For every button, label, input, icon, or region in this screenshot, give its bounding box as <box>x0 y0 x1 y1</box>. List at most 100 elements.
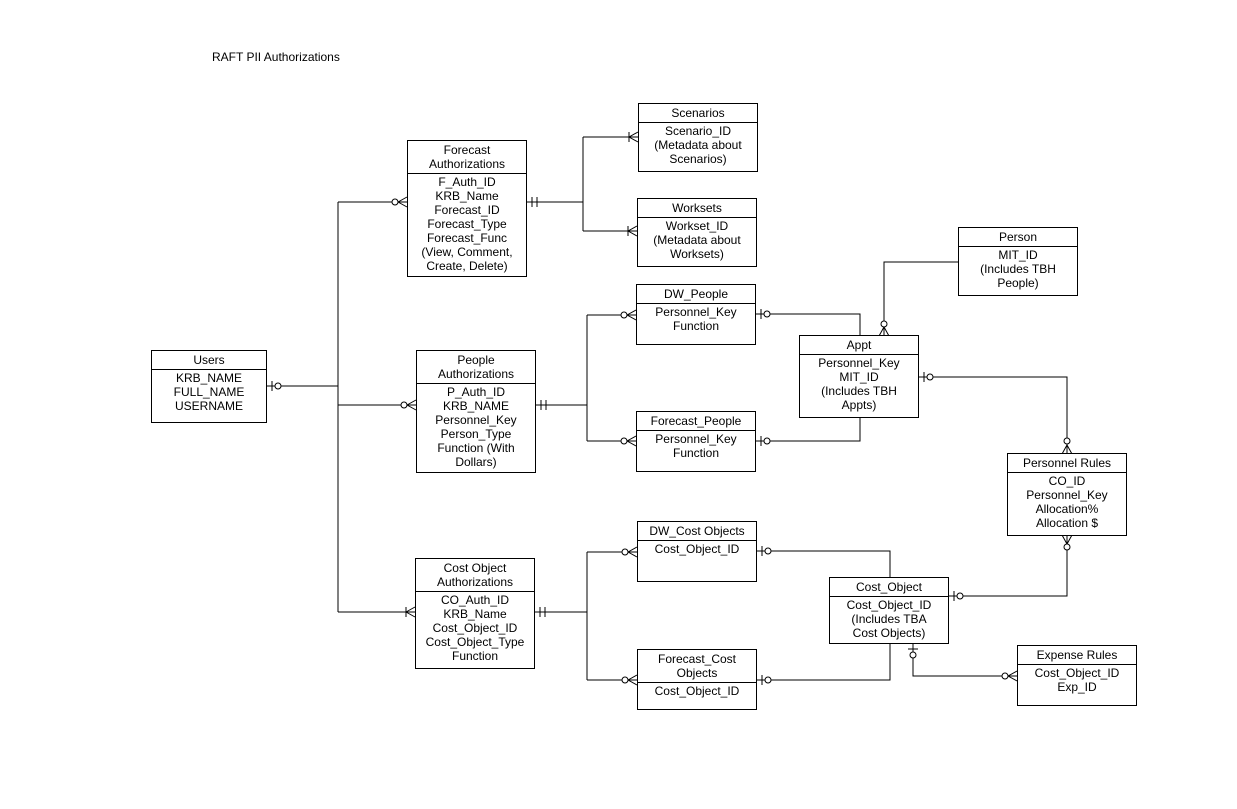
entity-fields: Cost_Object_ID <box>638 541 756 557</box>
entity-name: Personnel Rules <box>1008 454 1126 473</box>
entity-name: DW_People <box>637 285 755 304</box>
cost-object-expense-rules-connector <box>908 643 1018 682</box>
entity-field: KRB_NAME <box>175 371 243 385</box>
entity-field: Personnel_Key <box>818 356 900 370</box>
entity-field: Personnel_Key <box>435 413 517 427</box>
entity-field: (Includes TBH <box>980 262 1056 276</box>
cost-auth-cost-tables-connector <box>534 546 638 686</box>
entity-field: Cost Objects) <box>852 626 926 640</box>
users-people-auth-connector <box>338 399 417 411</box>
entity-name: Person <box>959 228 1077 247</box>
entity-field: KRB_Name <box>443 607 507 621</box>
entity-name: Scenarios <box>639 104 757 123</box>
entity-field: Create, Delete) <box>426 259 508 273</box>
entity-field: Person_Type <box>440 427 512 441</box>
entity-field: (Includes TBH <box>821 384 897 398</box>
entity-fields: Cost_Object_ID <box>638 683 756 699</box>
entity-field: Dollars) <box>455 455 497 469</box>
people-auth-people-tables-connector <box>535 309 637 447</box>
entity-field: Workset_ID <box>665 219 729 233</box>
users-trunk-connector <box>266 202 339 612</box>
entity-field: Function <box>672 319 720 333</box>
entity-field: Personnel_Key <box>655 432 737 446</box>
entity-field: MIT_ID <box>998 248 1038 262</box>
entity-field: CO_ID <box>1048 474 1086 488</box>
appt-personnel-rules-connector <box>918 372 1073 455</box>
dw-cost-objects-cost-object-connector <box>756 546 891 577</box>
entity-field: MIT_ID <box>839 370 879 384</box>
dw-people-appt-connector <box>755 309 861 336</box>
entity-field: (Includes TBA <box>851 612 927 626</box>
entity-field: Cost_Object_ID <box>846 598 932 612</box>
entity-field: P_Auth_ID <box>446 385 506 399</box>
forecast-people-appt-connector <box>755 417 861 446</box>
entity-field: Appts) <box>841 398 877 412</box>
forecast-auth-scenarios-worksets-connector <box>526 131 639 237</box>
entity-field: Allocation $ <box>1035 516 1099 530</box>
entity-field: F_Auth_ID <box>438 175 496 189</box>
entity-field: Allocation% <box>1035 502 1099 516</box>
entity-field: Function <box>451 649 499 663</box>
entity-name: Worksets <box>638 199 756 218</box>
entity-field: Cost_Object_ID <box>654 542 740 556</box>
entity-name: Cost_Object <box>830 578 948 597</box>
entity-name: DW_Cost Objects <box>638 522 756 541</box>
entity-field: Forecast_Func <box>426 231 508 245</box>
entity-field: Function (With <box>437 441 515 455</box>
entity-field: USERNAME <box>174 399 243 413</box>
entity-field: KRB_NAME <box>442 399 510 413</box>
entity-field: Cost_Object_ID <box>432 621 518 635</box>
diagram-title: RAFT PII Authorizations <box>212 50 340 64</box>
entity-field: KRB_Name <box>435 189 499 203</box>
entity-name: Expense Rules <box>1018 646 1136 665</box>
users-forecast-auth-connector <box>338 196 408 208</box>
entity-field: Personnel_Key <box>1026 488 1108 502</box>
forecast-cost-objects-cost-object-connector <box>756 643 891 685</box>
entity-field: Forecast_ID <box>434 203 500 217</box>
entity-field: (Metadata about <box>653 233 741 247</box>
entity-name: Forecast_People <box>637 412 755 431</box>
entity-field: FULL_NAME <box>173 385 245 399</box>
entity-field: People) <box>997 276 1039 290</box>
entity-field: Scenarios) <box>669 152 727 166</box>
entity-field: Worksets) <box>670 247 724 261</box>
entity-name: Appt <box>800 336 918 355</box>
entity-field: (Metadata about <box>654 138 742 152</box>
entity-field: Scenario_ID <box>664 124 732 138</box>
entity-field: (View, Comment, <box>421 245 513 259</box>
entity-name: Users <box>152 351 266 370</box>
cost-object-personnel-rules-connector <box>948 534 1073 601</box>
entity-field: Personnel_Key <box>655 305 737 319</box>
